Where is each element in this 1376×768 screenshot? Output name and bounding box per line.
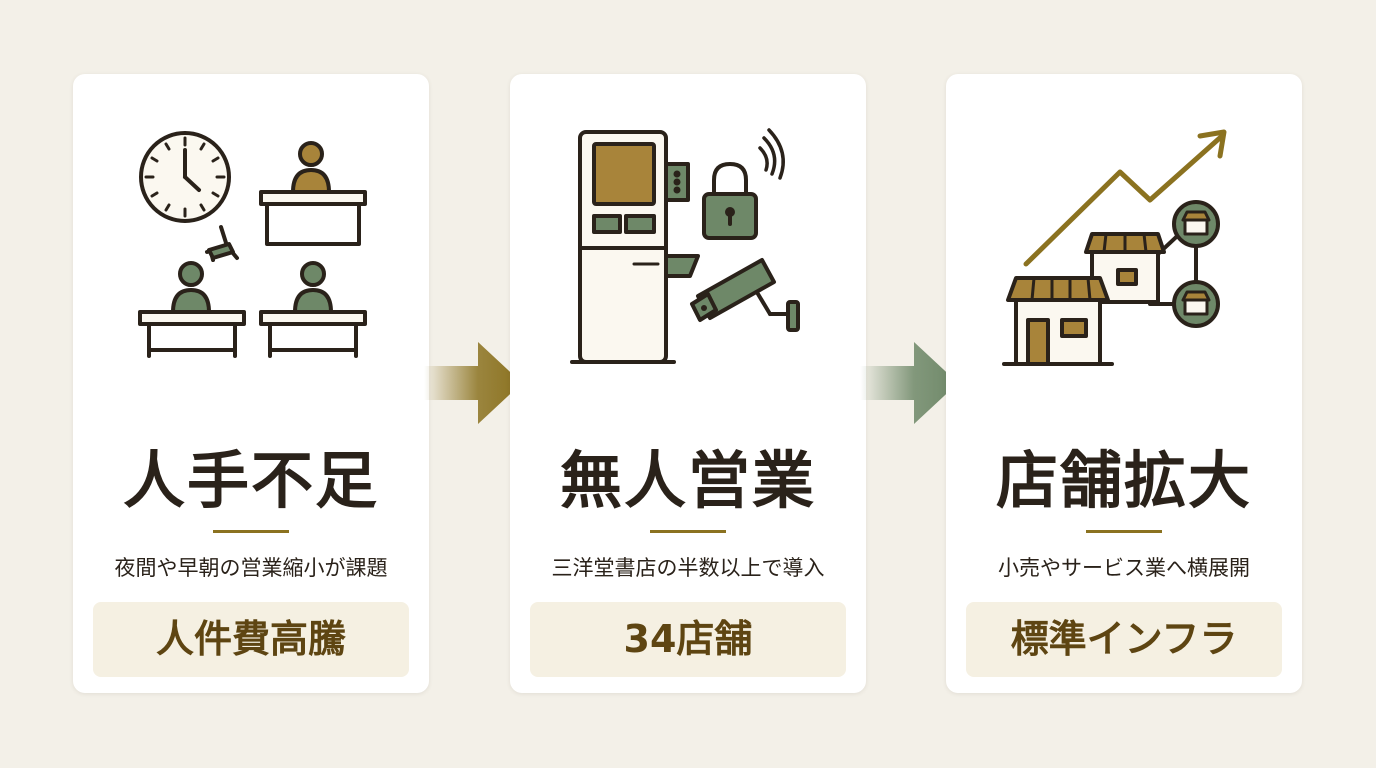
title-divider [650, 530, 726, 533]
step-badge: 人件費高騰 [93, 602, 409, 677]
title-divider [213, 530, 289, 533]
title-divider [1086, 530, 1162, 533]
step-title: 無人営業 [559, 444, 816, 517]
store-network-growth-icon [994, 124, 1254, 374]
step-card-store-expansion: 店舗拡大 小売やサービス業へ横展開 標準インフラ [946, 74, 1302, 693]
step-subtitle: 小売やサービス業へ横展開 [998, 556, 1250, 580]
step-card-staff-shortage: 人手不足 夜間や早朝の営業縮小が課題 人件費高騰 [73, 74, 429, 693]
right-arrow-icon [424, 336, 524, 430]
step-badge: 標準インフラ [966, 602, 1282, 677]
step-subtitle: 夜間や早朝の営業縮小が課題 [114, 556, 388, 580]
step-title: 店舗拡大 [995, 444, 1252, 517]
office-staff-clock-icon [121, 124, 381, 374]
step-subtitle: 三洋堂書店の半数以上で導入 [551, 556, 825, 580]
step-badge: 34店舗 [530, 602, 846, 677]
step-title: 人手不足 [122, 444, 379, 517]
step-card-unmanned-operation: 無人営業 三洋堂書店の半数以上で導入 34店舗 [510, 74, 866, 693]
right-arrow-icon [860, 336, 960, 430]
kiosk-security-camera-icon [558, 124, 818, 374]
